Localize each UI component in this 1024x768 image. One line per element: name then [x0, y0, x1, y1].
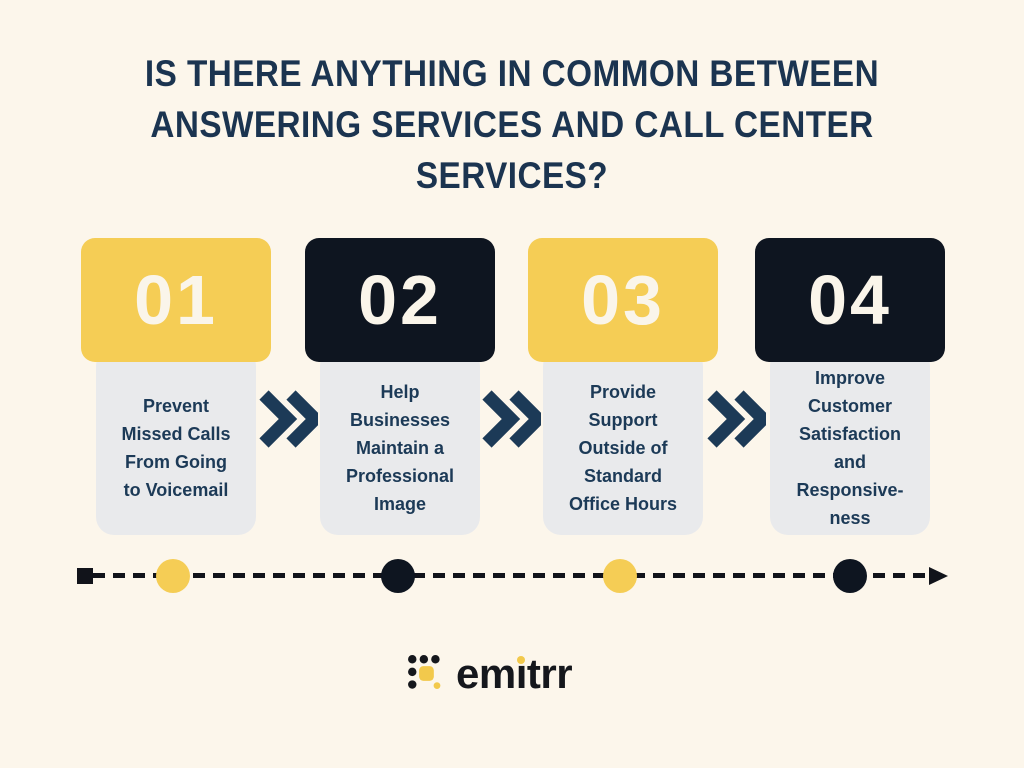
- emitrr-logo-icon: [408, 655, 441, 689]
- timeline-dashed-line: [93, 573, 931, 578]
- timeline-dot-4: [833, 559, 867, 593]
- step-2-text-box: Help Businesses Maintain a Professional …: [320, 348, 480, 535]
- step-3-number: 03: [581, 261, 665, 339]
- timeline-start-square: [77, 568, 93, 584]
- step-3-text-box: Provide Support Outside of Standard Offi…: [543, 348, 703, 535]
- brand-wordmark-part: em: [456, 650, 516, 697]
- step-1-number-box: 01: [81, 238, 271, 362]
- double-chevron-icon: [707, 390, 766, 448]
- step-2-description: Help Businesses Maintain a Professional …: [345, 382, 455, 514]
- timeline-dot-2: [381, 559, 415, 593]
- step-card-4: 04 Improve Customer Satisfaction and Res…: [755, 238, 945, 538]
- step-2-number: 02: [358, 261, 442, 339]
- brand-wordmark-i: ı: [515, 650, 528, 697]
- step-1-number: 01: [134, 261, 218, 339]
- step-4-text-box: Improve Customer Satisfaction and Respon…: [770, 348, 930, 535]
- brand-wordmark-part: trr: [526, 650, 573, 697]
- timeline-arrowhead-icon: [929, 567, 948, 585]
- page-title: IS THERE ANYTHING IN COMMON BETWEEN ANSW…: [144, 53, 880, 197]
- step-card-2: 02 Help Businesses Maintain a Profession…: [305, 238, 495, 538]
- timeline-dot-1: [156, 559, 190, 593]
- step-card-3: 03 Provide Support Outside of Standard O…: [528, 238, 718, 538]
- double-chevron-icon: [482, 390, 541, 448]
- step-4-number-box: 04: [755, 238, 945, 362]
- step-3-description: Provide Support Outside of Standard Offi…: [568, 382, 678, 514]
- step-2-number-box: 02: [305, 238, 495, 362]
- step-4-description: Improve Customer Satisfaction and Respon…: [796, 368, 904, 528]
- timeline-dot-3: [603, 559, 637, 593]
- step-1-description: Prevent Missed Calls From Going to Voice…: [121, 396, 231, 500]
- step-4-number: 04: [808, 261, 892, 339]
- double-chevron-icon: [259, 390, 318, 448]
- step-1-text-box: Prevent Missed Calls From Going to Voice…: [96, 348, 256, 535]
- step-card-1: 01 Prevent Missed Calls From Going to Vo…: [81, 238, 271, 538]
- step-3-number-box: 03: [528, 238, 718, 362]
